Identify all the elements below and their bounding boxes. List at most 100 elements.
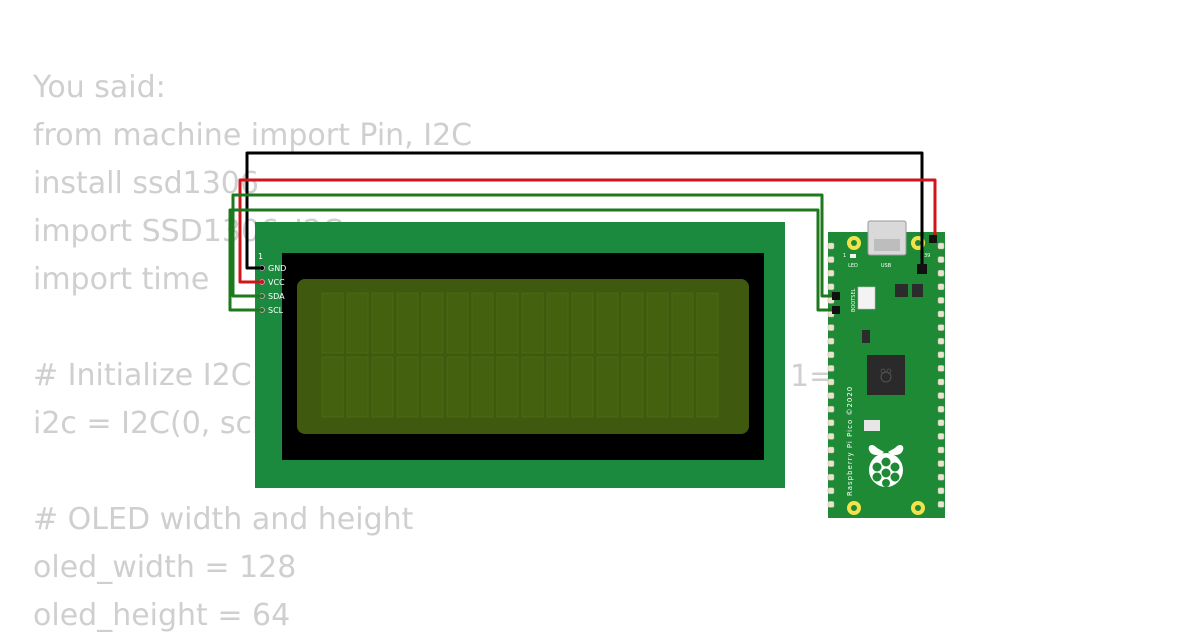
lcd-char-cell bbox=[371, 356, 394, 418]
pico-pin[interactable] bbox=[827, 242, 835, 250]
pico-pin[interactable] bbox=[937, 405, 945, 413]
lcd-char-cell bbox=[596, 356, 619, 418]
lcd-char-cell bbox=[321, 356, 344, 418]
lcd-char-cell bbox=[446, 356, 469, 418]
pico-pin[interactable] bbox=[827, 392, 835, 399]
usb-port bbox=[874, 239, 900, 251]
regulator-chip bbox=[895, 284, 908, 297]
pico-pin[interactable] bbox=[827, 283, 835, 291]
code-line: oled_width = 128 bbox=[33, 550, 297, 585]
pico-pin[interactable] bbox=[937, 324, 945, 331]
crystal-chip bbox=[912, 284, 923, 297]
pico-pin[interactable] bbox=[937, 365, 945, 372]
pico-pin[interactable] bbox=[937, 460, 945, 467]
usb-label: USB bbox=[881, 263, 892, 269]
pico-pin[interactable] bbox=[937, 297, 945, 304]
board-label: Raspberry Pi Pico ©2020 bbox=[846, 386, 854, 496]
pico-pin[interactable] bbox=[827, 473, 835, 481]
pico-pin[interactable] bbox=[937, 392, 945, 399]
pico-pin[interactable] bbox=[827, 460, 835, 467]
pico-pin[interactable] bbox=[937, 419, 945, 427]
pico-pin[interactable] bbox=[827, 256, 835, 263]
lcd-char-cell bbox=[596, 292, 619, 354]
pico-pin[interactable] bbox=[937, 351, 945, 359]
wire-end bbox=[259, 279, 265, 285]
pico-pin[interactable] bbox=[937, 269, 945, 277]
pico-pin[interactable] bbox=[937, 446, 945, 454]
wire-end bbox=[259, 293, 265, 299]
lcd-char-cell bbox=[546, 292, 569, 354]
pico-pin[interactable] bbox=[827, 419, 835, 427]
pico-pin[interactable] bbox=[827, 487, 835, 495]
mounting-hole-center bbox=[915, 505, 921, 511]
lcd-char-cell bbox=[621, 292, 644, 354]
lcd-pin-label: VCC bbox=[268, 278, 285, 287]
pico-pin[interactable] bbox=[937, 433, 945, 440]
pico-pin[interactable] bbox=[937, 283, 945, 291]
pico-pin[interactable] bbox=[827, 351, 835, 359]
pico-pin[interactable] bbox=[827, 337, 835, 345]
pico-pin[interactable] bbox=[937, 473, 945, 481]
lcd-char-cell bbox=[371, 292, 394, 354]
lcd-char-cell bbox=[346, 292, 369, 354]
lcd-char-cell bbox=[671, 292, 694, 354]
lcd-module[interactable]: 1 GND VCC SDA SCL bbox=[255, 222, 785, 488]
bootsel-label: BOOTSEL bbox=[851, 288, 857, 312]
pico-pin[interactable] bbox=[827, 501, 835, 508]
lcd-char-cell bbox=[421, 356, 444, 418]
lcd-char-cell bbox=[621, 356, 644, 418]
lcd-char-cell bbox=[696, 292, 719, 354]
lcd-character-grid bbox=[321, 292, 719, 418]
pico-pin[interactable] bbox=[827, 446, 835, 454]
lcd-char-cell bbox=[396, 292, 419, 354]
lcd-char-cell bbox=[696, 356, 719, 418]
mounting-hole-center bbox=[851, 240, 857, 246]
wire-connector bbox=[832, 292, 840, 300]
code-line: You said: bbox=[33, 70, 166, 105]
code-line: from machine import Pin, I2C bbox=[33, 118, 473, 153]
wire-sda[interactable] bbox=[231, 193, 838, 298]
lcd-pin-label: SDA bbox=[268, 292, 285, 301]
pico-board[interactable]: LED USB 1 39 BOOTSEL Raspberry Pi Pico ©… bbox=[827, 220, 945, 518]
pico-pin[interactable] bbox=[827, 324, 835, 331]
lcd-pin-number: 1 bbox=[258, 252, 263, 261]
led bbox=[850, 254, 856, 258]
mounting-hole-center bbox=[851, 505, 857, 511]
pin-1-marker: 1 bbox=[843, 253, 846, 259]
pico-pin[interactable] bbox=[937, 378, 945, 386]
lcd-char-cell bbox=[396, 356, 419, 418]
pico-pin[interactable] bbox=[827, 378, 835, 386]
mounting-hole-center bbox=[915, 240, 921, 246]
bootsel-button[interactable] bbox=[857, 286, 876, 310]
lcd-char-cell bbox=[521, 292, 544, 354]
pico-pin[interactable] bbox=[827, 433, 835, 440]
pico-pin[interactable] bbox=[827, 269, 835, 277]
lcd-char-cell bbox=[496, 356, 519, 418]
lcd-char-cell bbox=[346, 356, 369, 418]
code-line: import time bbox=[33, 262, 210, 297]
code-line: oled_height = 64 bbox=[33, 598, 291, 633]
lcd-char-cell bbox=[471, 292, 494, 354]
lcd-char-cell bbox=[446, 292, 469, 354]
pico-pin[interactable] bbox=[937, 310, 945, 318]
pico-pin[interactable] bbox=[937, 487, 945, 495]
pico-pin-headers bbox=[827, 242, 945, 508]
rp2040-chip bbox=[867, 355, 905, 395]
pico-pin[interactable] bbox=[827, 365, 835, 372]
flash-pad bbox=[864, 420, 880, 431]
lcd-char-cell bbox=[546, 356, 569, 418]
lcd-char-cell bbox=[571, 356, 594, 418]
pico-pin[interactable] bbox=[937, 242, 945, 250]
wire-scl[interactable] bbox=[228, 208, 838, 312]
lcd-char-cell bbox=[421, 292, 444, 354]
code-fragment: 1= bbox=[790, 359, 834, 394]
pico-pin[interactable] bbox=[937, 256, 945, 263]
wire-end bbox=[259, 307, 265, 313]
led-label: LED bbox=[848, 263, 858, 269]
pico-pin[interactable] bbox=[937, 337, 945, 345]
pin-39-marker: 39 bbox=[924, 253, 930, 259]
pico-pin[interactable] bbox=[827, 405, 835, 413]
pico-pin[interactable] bbox=[937, 501, 945, 508]
wire-connector bbox=[917, 264, 927, 274]
wire-gnd[interactable] bbox=[245, 151, 924, 270]
